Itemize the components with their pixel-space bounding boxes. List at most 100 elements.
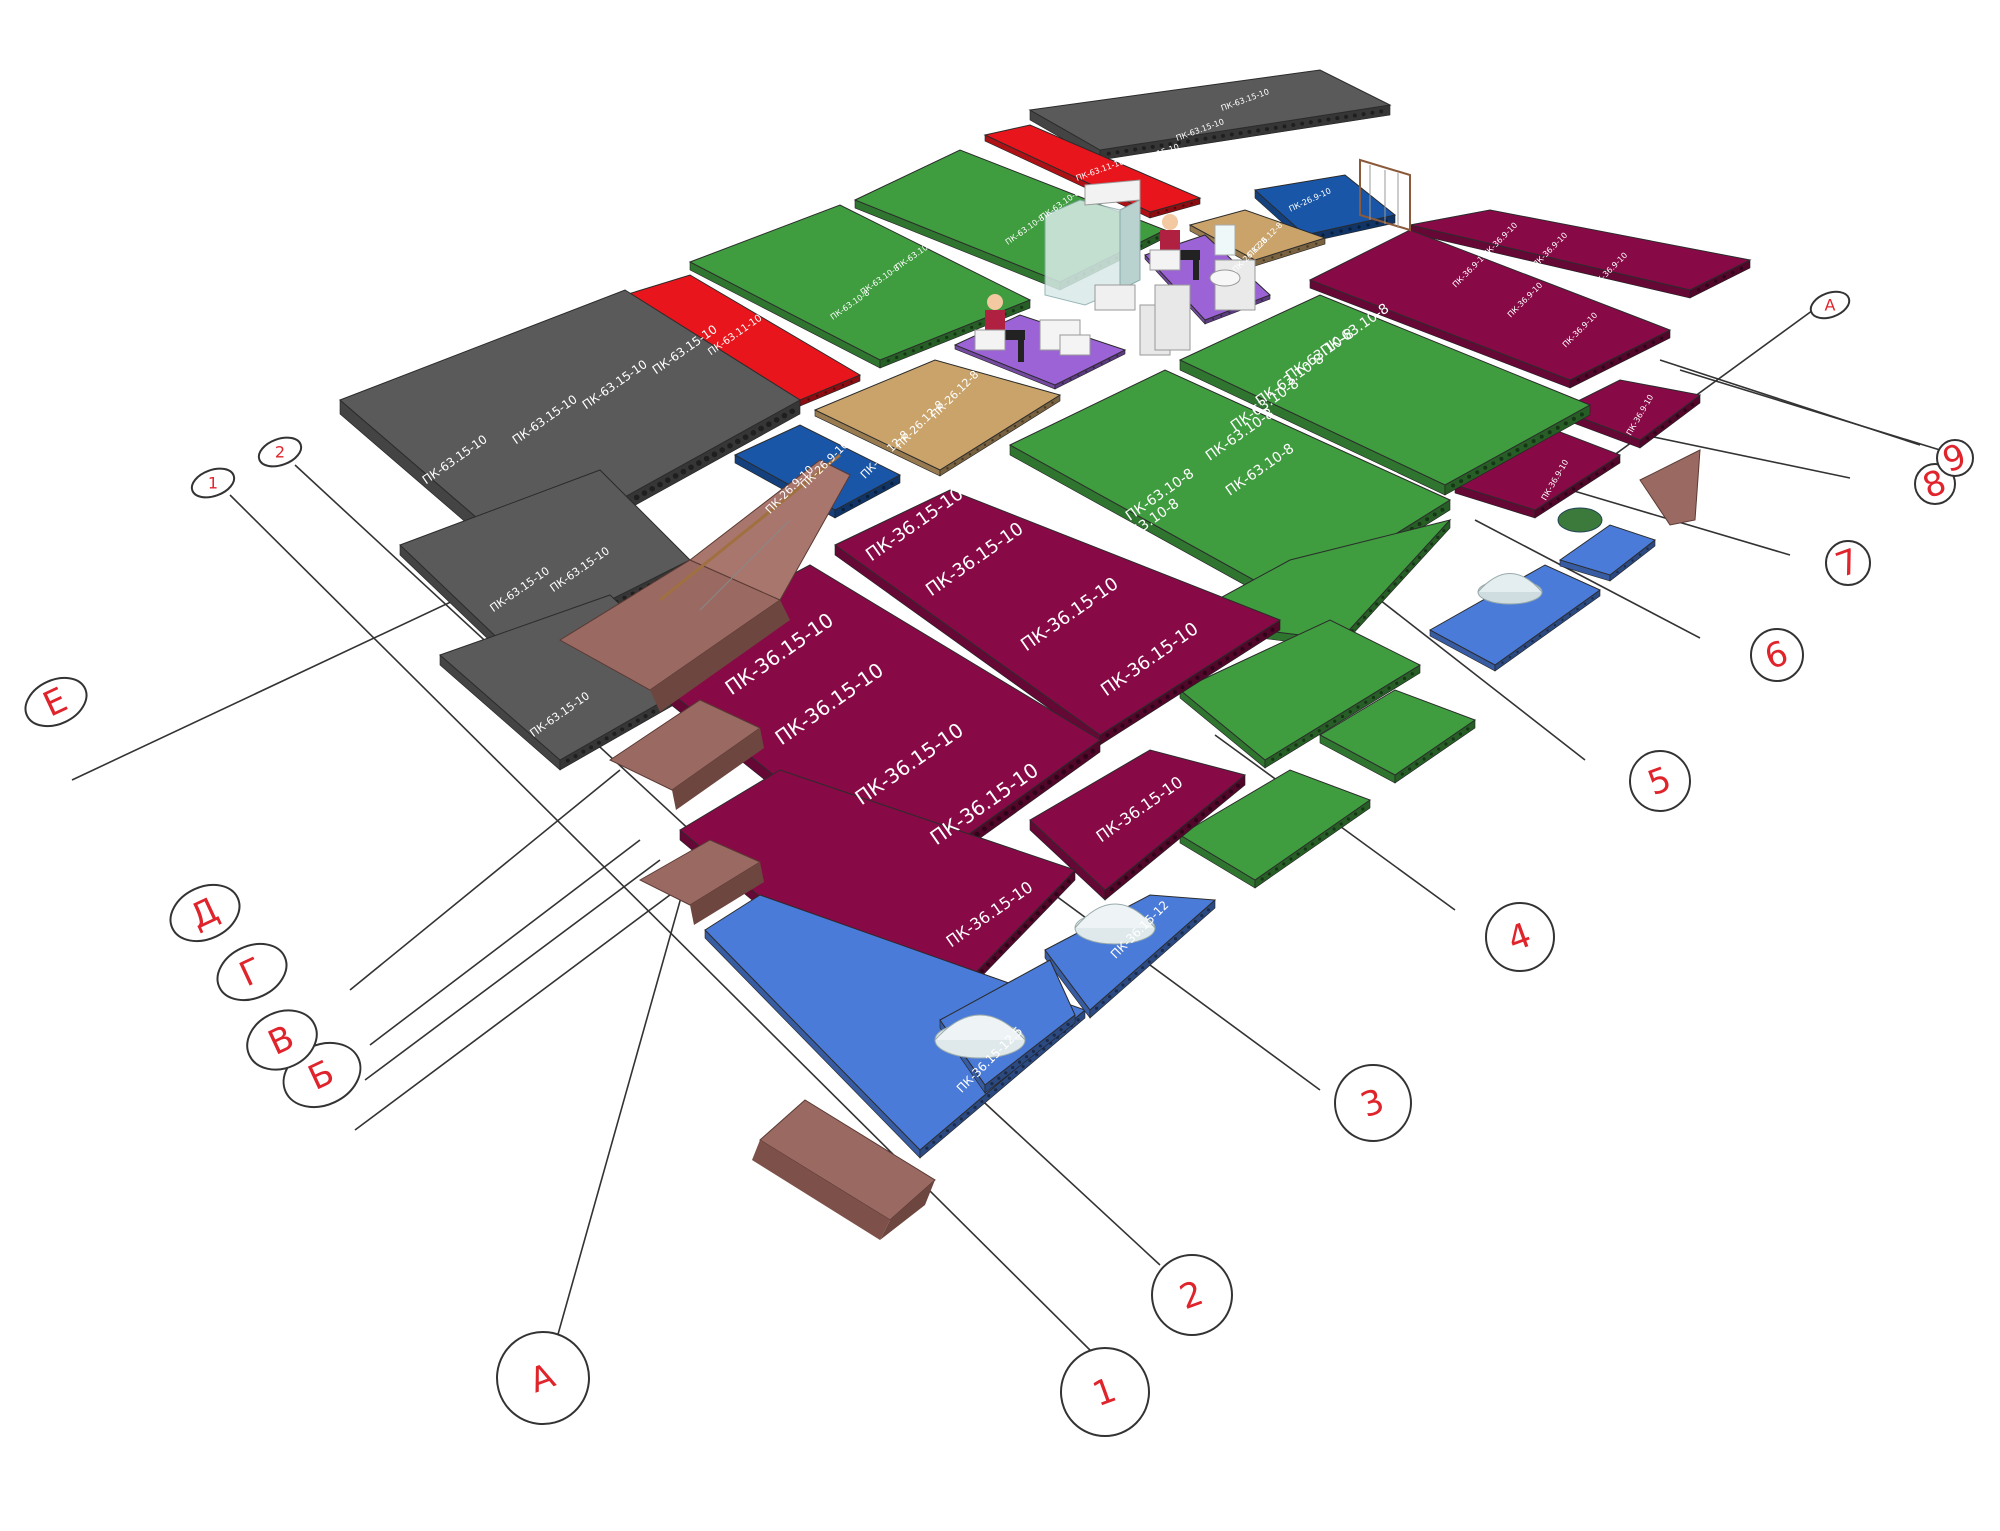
hollow-core bbox=[1061, 382, 1064, 385]
hollow-core bbox=[1150, 144, 1155, 149]
hollow-core bbox=[1616, 570, 1619, 574]
hollow-core bbox=[961, 457, 964, 461]
hollow-core bbox=[1194, 138, 1199, 142]
hollow-core bbox=[1128, 718, 1132, 723]
hollow-core bbox=[936, 339, 940, 343]
hollow-core bbox=[992, 956, 997, 961]
hollow-core bbox=[1035, 1053, 1039, 1057]
hollow-core bbox=[1280, 253, 1283, 256]
slab-green-lower-2-top-face bbox=[1318, 689, 1477, 776]
hollow-core bbox=[1459, 479, 1464, 484]
hollow-core bbox=[1024, 1055, 1029, 1059]
hollow-core bbox=[1467, 474, 1472, 479]
staircase-lower bbox=[638, 839, 764, 925]
slab-maroon-right-1 bbox=[1409, 209, 1752, 299]
hollow-core bbox=[1166, 841, 1170, 846]
hollow-core bbox=[1402, 676, 1407, 681]
slab-maroon-right-2-hollow-cores bbox=[1576, 336, 1664, 382]
hollow-core bbox=[928, 342, 932, 346]
hollow-core bbox=[932, 1140, 936, 1144]
decor-objects bbox=[559, 158, 1701, 1240]
hollow-core bbox=[1618, 357, 1622, 361]
axis-bubble-1[interactable]: 1 bbox=[1060, 1347, 1150, 1437]
hollow-core bbox=[1212, 135, 1217, 140]
hollow-core bbox=[1270, 627, 1275, 632]
slab-green-lower-3 bbox=[1179, 769, 1372, 889]
hollow-core bbox=[1436, 535, 1440, 539]
hollow-core bbox=[1131, 870, 1135, 874]
hollow-core bbox=[1291, 123, 1296, 127]
hollow-core bbox=[565, 758, 570, 763]
axis-bubble-6[interactable]: 6 bbox=[1750, 628, 1804, 682]
hollow-core bbox=[1101, 1000, 1105, 1005]
hollow-core bbox=[1273, 125, 1278, 130]
staircase-top-railing bbox=[1359, 158, 1411, 232]
hollow-core bbox=[1011, 309, 1015, 313]
slab-blue-right-1 bbox=[1558, 524, 1657, 582]
hollow-core bbox=[1387, 686, 1391, 690]
hollow-core bbox=[1361, 112, 1366, 117]
slab-tan-mid-hollow-cores bbox=[946, 401, 1054, 470]
hollow-core bbox=[1124, 148, 1129, 153]
hollow-core bbox=[1200, 913, 1204, 918]
hollow-core bbox=[1563, 421, 1568, 426]
hollow-core bbox=[911, 349, 915, 353]
hollow-core bbox=[1060, 885, 1065, 890]
hollow-core bbox=[641, 490, 648, 496]
hollow-core bbox=[1516, 650, 1519, 654]
axis-bubble-2-top[interactable]: 2 bbox=[255, 432, 305, 471]
hollow-core bbox=[1267, 872, 1271, 876]
hollow-core bbox=[1158, 699, 1162, 704]
hollow-core bbox=[986, 962, 991, 967]
axis-bubble-G[interactable]: Г bbox=[208, 933, 295, 1011]
hollow-core bbox=[1042, 905, 1046, 909]
hollow-core bbox=[1134, 971, 1138, 976]
staircase-upper bbox=[559, 453, 851, 712]
hollow-core bbox=[1264, 127, 1269, 132]
hollow-core bbox=[980, 969, 984, 973]
axis-bubble-1-top[interactable]: 1 bbox=[188, 463, 238, 502]
axis-bubble-A-top[interactable]: А bbox=[1807, 287, 1853, 323]
dome-green bbox=[1557, 507, 1603, 533]
hollow-core bbox=[1203, 670, 1207, 675]
axis-bubble-4[interactable]: 4 bbox=[1485, 902, 1555, 972]
axis-bubble-A[interactable]: А bbox=[487, 1322, 600, 1435]
hollow-core bbox=[734, 438, 741, 445]
hollow-core bbox=[1180, 931, 1184, 935]
axis-bubble-5[interactable]: 5 bbox=[1629, 750, 1691, 812]
axis-bubble-7[interactable]: 7 bbox=[1825, 540, 1871, 586]
hollow-core bbox=[633, 494, 640, 501]
hollow-core bbox=[1348, 227, 1352, 231]
hollow-core bbox=[1548, 502, 1553, 506]
slab-blue-right-1-hollow-cores bbox=[1616, 547, 1649, 574]
hollow-core bbox=[1159, 143, 1164, 148]
hollow-core bbox=[807, 398, 810, 401]
hollow-core bbox=[657, 481, 663, 488]
hollow-core bbox=[1000, 1082, 1005, 1086]
hollow-core bbox=[1114, 989, 1118, 993]
axis-label-A-top: А bbox=[1825, 296, 1836, 315]
axis-bubble-2[interactable]: 2 bbox=[1151, 1254, 1233, 1336]
axis-bubble-3[interactable]: 3 bbox=[1334, 1064, 1412, 1142]
hollow-core bbox=[1714, 279, 1718, 283]
axis-bubble-V[interactable]: В bbox=[238, 999, 327, 1080]
axis-bubble-D[interactable]: Д bbox=[161, 874, 248, 952]
axis-bubble-E[interactable]: Е bbox=[18, 669, 95, 736]
hollow-core bbox=[1317, 118, 1322, 123]
hollow-core bbox=[1296, 852, 1300, 856]
hollow-core bbox=[1069, 378, 1072, 381]
hollow-core bbox=[1523, 443, 1528, 448]
hollow-core bbox=[920, 345, 924, 349]
hollow-core bbox=[758, 425, 764, 432]
hollow-core bbox=[890, 481, 894, 485]
hollow-core bbox=[1228, 311, 1231, 314]
hollow-core bbox=[1361, 807, 1365, 811]
axis-bubble-9[interactable]: 9 bbox=[1936, 436, 1974, 481]
hollow-core bbox=[1309, 733, 1314, 738]
slab-green-lower-1-top-face bbox=[1179, 619, 1422, 761]
hollow-core bbox=[1289, 857, 1293, 861]
hollow-core bbox=[1638, 553, 1642, 556]
hollow-core bbox=[1585, 374, 1589, 378]
slab-maroon-right-1-hollow-cores bbox=[1696, 266, 1744, 292]
